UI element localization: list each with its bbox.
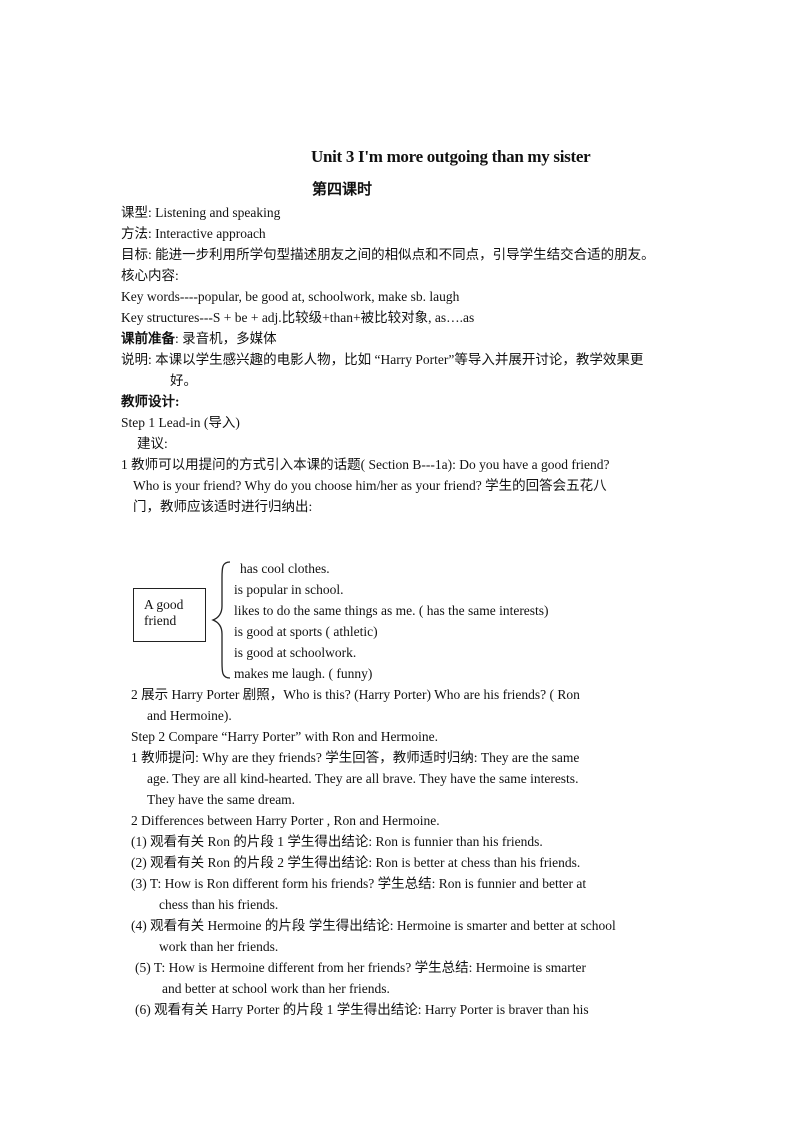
key-structures: Key structures---S + be + adj.比较级+than+被…: [121, 310, 475, 325]
step1-item1-line2: Who is your friend? Why do you choose hi…: [133, 478, 607, 493]
step2-sub5-line2: and better at school work than her frien…: [162, 981, 390, 996]
step1-advice: 建议:: [137, 436, 168, 451]
lesson-goal: 目标: 能进一步利用所学句型描述朋友之间的相似点和不同点，引导学生结交合适的朋友…: [121, 247, 655, 262]
design-heading: 教师设计:: [121, 394, 180, 409]
document-title: Unit 3 I'm more outgoing than my sister: [311, 147, 591, 166]
teaching-method: 方法: Interactive approach: [121, 226, 266, 241]
item2-line2: and Hermoine).: [147, 708, 232, 723]
step2-q1-line3: They have the same dream.: [147, 792, 296, 807]
step2-q1-line1: 1 教师提问: Why are they friends? 学生回答，教师适时归…: [131, 750, 580, 765]
step2-sub6-line1: (6) 观看有关 Harry Porter 的片段 1 学生得出结论: Harr…: [135, 1002, 589, 1017]
key-words: Key words----popular, be good at, school…: [121, 289, 460, 304]
friend-trait-3: likes to do the same things as me. ( has…: [234, 603, 549, 618]
step2-sub4-line1: (4) 观看有关 Hermoine 的片段 学生得出结论: Hermoine i…: [131, 918, 616, 933]
preparation-label: 课前准备: [121, 331, 175, 346]
note-line-1: 说明: 本课以学生感兴趣的电影人物，比如 “Harry Porter”等导入并展…: [121, 352, 644, 367]
preparation-text: : 录音机，多媒体: [175, 331, 277, 346]
box-label-line1: A good: [144, 597, 184, 612]
friend-trait-5: is good at schoolwork.: [234, 645, 357, 660]
box-label-line2: friend: [144, 613, 177, 628]
lesson-subtitle: 第四课时: [312, 182, 373, 198]
step2-sub4-line2: work than her friends.: [159, 939, 279, 954]
step1-heading: Step 1 Lead-in (导入): [121, 415, 240, 430]
step1-item1-line1: 1 教师可以用提问的方式引入本课的话题( Section B---1a): Do…: [121, 457, 610, 472]
friend-trait-4: is good at sports ( athletic): [234, 624, 378, 639]
step2-sub5-line1: (5) T: How is Hermoine different from he…: [135, 960, 586, 975]
friend-trait-2: is popular in school.: [234, 582, 344, 597]
item2-line1: 2 展示 Harry Porter 剧照，Who is this? (Harry…: [131, 687, 580, 702]
step1-item1-line3: 门，教师应该适时进行归纳出:: [133, 499, 313, 514]
step2-q1-line2: age. They are all kind-hearted. They are…: [147, 771, 579, 786]
core-content-heading: 核心内容:: [121, 268, 179, 283]
curly-brace: [211, 561, 231, 679]
step2-sub2: (2) 观看有关 Ron 的片段 2 学生得出结论: Ron is better…: [131, 855, 581, 870]
step2-q2: 2 Differences between Harry Porter , Ron…: [131, 813, 440, 828]
note-line-2: 好。: [170, 373, 197, 388]
lesson-type: 课型: Listening and speaking: [121, 205, 281, 220]
step2-sub3-line2: chess than his friends.: [159, 897, 279, 912]
step2-sub3-line1: (3) T: How is Ron different form his fri…: [131, 876, 587, 891]
good-friend-box: A good friend: [133, 588, 206, 642]
step2-heading: Step 2 Compare “Harry Porter” with Ron a…: [131, 729, 439, 744]
preparation: 课前准备: 录音机，多媒体: [121, 329, 277, 349]
step2-sub1: (1) 观看有关 Ron 的片段 1 学生得出结论: Ron is funnie…: [131, 834, 543, 849]
friend-trait-1: has cool clothes.: [240, 561, 330, 576]
friend-trait-6: makes me laugh. ( funny): [234, 666, 373, 681]
